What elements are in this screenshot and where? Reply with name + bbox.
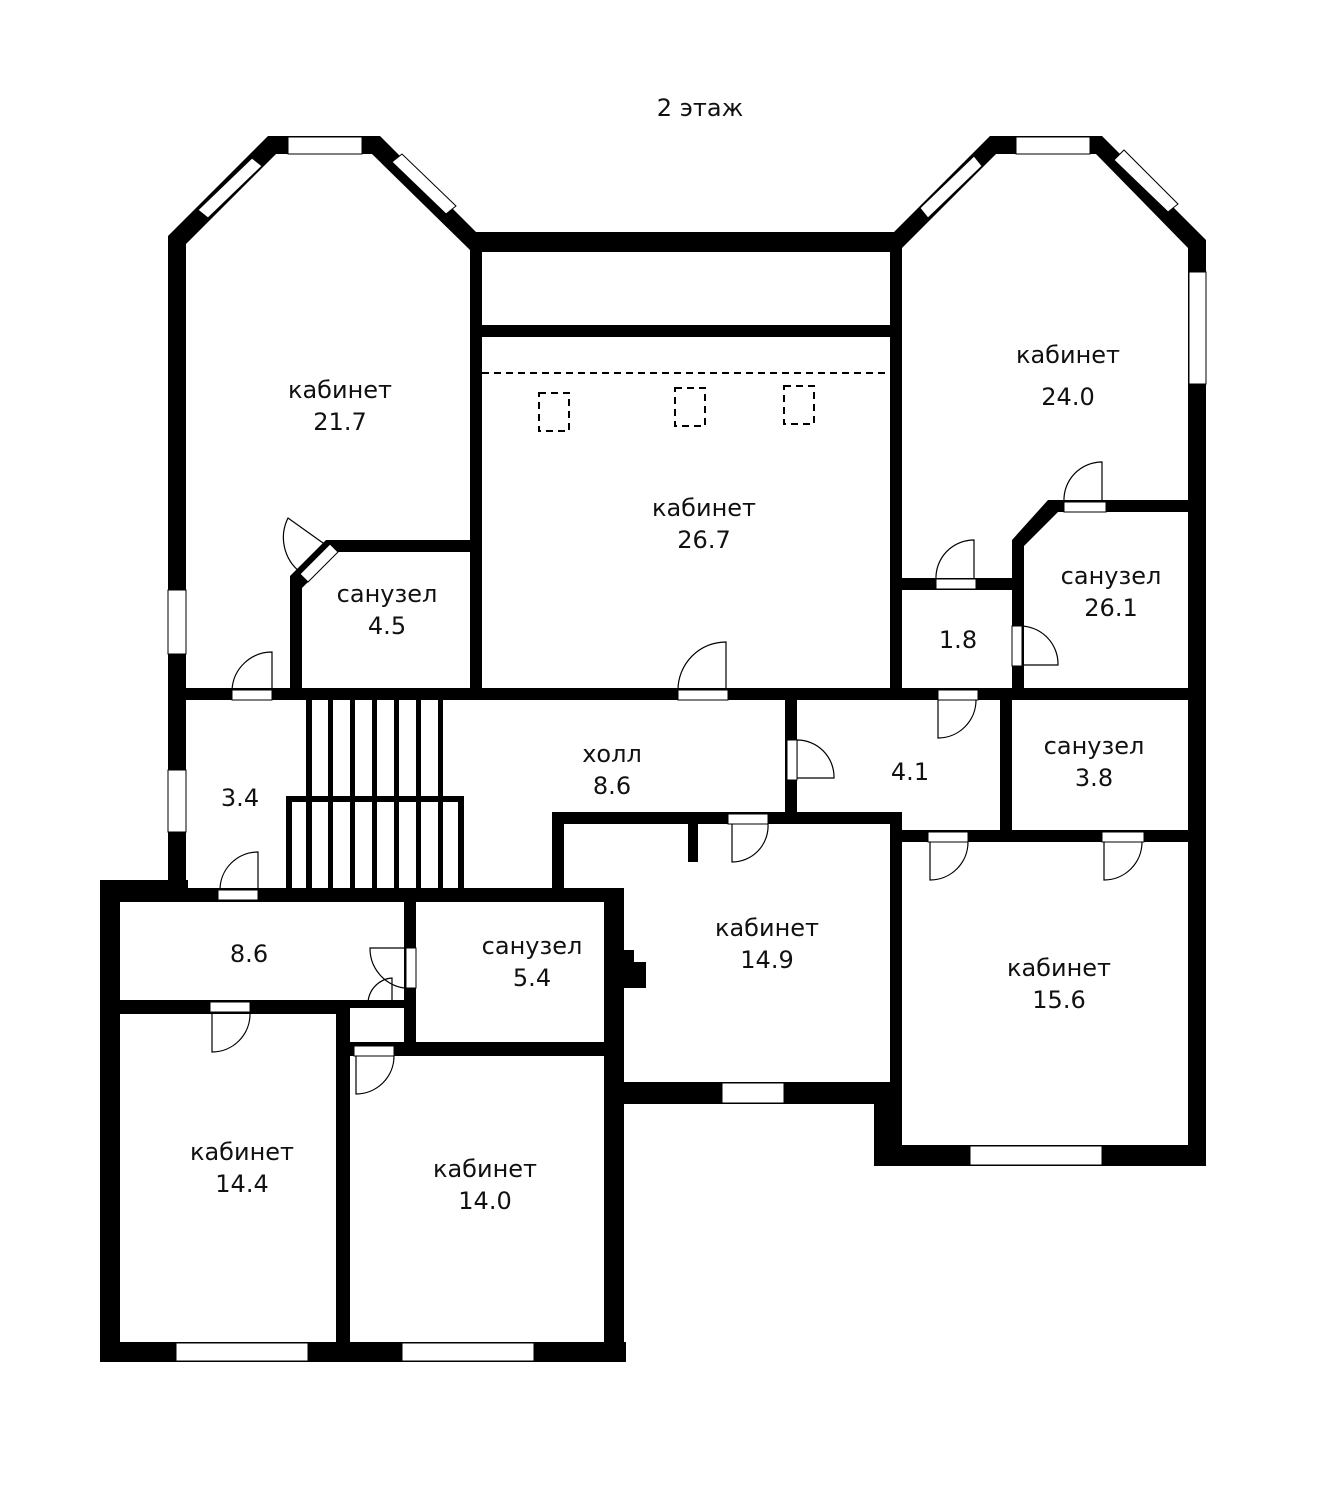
room-name: санузел bbox=[1060, 562, 1162, 590]
room-area: 14.9 bbox=[740, 946, 794, 974]
room-area: 3.4 bbox=[220, 784, 260, 812]
room-area: 4.5 bbox=[367, 612, 407, 640]
room-name: санузел bbox=[336, 580, 438, 608]
room-name: санузел bbox=[481, 932, 583, 960]
room-name: санузел bbox=[1043, 732, 1145, 760]
room-label-office-nw: кабинет 21.7 bbox=[288, 374, 392, 438]
room-label-office-center: кабинет 26.7 bbox=[652, 492, 756, 556]
room-label-bathroom-s: санузел 5.4 bbox=[482, 930, 583, 994]
doors bbox=[211, 461, 1143, 1095]
room-area: 15.6 bbox=[1032, 986, 1086, 1014]
door-frames bbox=[209, 501, 1145, 1057]
room-name: кабинет bbox=[432, 1155, 538, 1183]
room-area: 1.8 bbox=[938, 626, 978, 654]
windows bbox=[167, 136, 1207, 1362]
room-label-vestibule-w: 3.4 bbox=[221, 782, 259, 814]
room-name: кабинет bbox=[714, 914, 820, 942]
room-area: 26.7 bbox=[677, 526, 731, 554]
room-name: кабинет bbox=[189, 1138, 295, 1166]
room-label-corridor-sw: 8.6 bbox=[230, 938, 268, 970]
room-label-office-sw: кабинет 14.4 bbox=[190, 1136, 294, 1200]
room-area: 14.0 bbox=[458, 1187, 512, 1215]
room-label-closet-ne: 1.8 bbox=[939, 624, 977, 656]
room-name: кабинет bbox=[287, 376, 393, 404]
room-label-bathroom-nw: санузел 4.5 bbox=[337, 578, 438, 642]
room-label-corridor-e: 4.1 bbox=[891, 756, 929, 788]
room-name: кабинет bbox=[1006, 954, 1112, 982]
room-label-office-s-center: кабинет 14.9 bbox=[715, 912, 819, 976]
room-label-office-se: кабинет 15.6 bbox=[1007, 952, 1111, 1016]
room-name: холл bbox=[582, 740, 642, 768]
stairs bbox=[286, 700, 464, 890]
skylights bbox=[482, 372, 890, 432]
room-area: 21.7 bbox=[313, 408, 367, 436]
room-area: 14.4 bbox=[215, 1170, 269, 1198]
room-name: кабинет bbox=[651, 494, 757, 522]
floor-title: 2 этаж bbox=[656, 94, 744, 122]
room-name: кабинет bbox=[1015, 341, 1121, 369]
room-label-hall: холл 8.6 bbox=[582, 738, 642, 802]
room-label-bathroom-e: санузел 3.8 bbox=[1044, 730, 1145, 794]
room-area: 26.1 bbox=[1084, 594, 1138, 622]
room-label-bathroom-ne: санузел 26.1 bbox=[1061, 560, 1162, 624]
room-area: 8.6 bbox=[592, 772, 632, 800]
room-area: 24.0 bbox=[1041, 383, 1095, 411]
room-label-office-ne: кабинет 24.0 bbox=[1016, 334, 1120, 418]
room-label-office-s: кабинет 14.0 bbox=[433, 1153, 537, 1217]
room-area: 3.8 bbox=[1074, 764, 1114, 792]
room-area: 4.1 bbox=[890, 758, 930, 786]
room-area: 8.6 bbox=[229, 940, 269, 968]
room-area: 5.4 bbox=[512, 964, 552, 992]
